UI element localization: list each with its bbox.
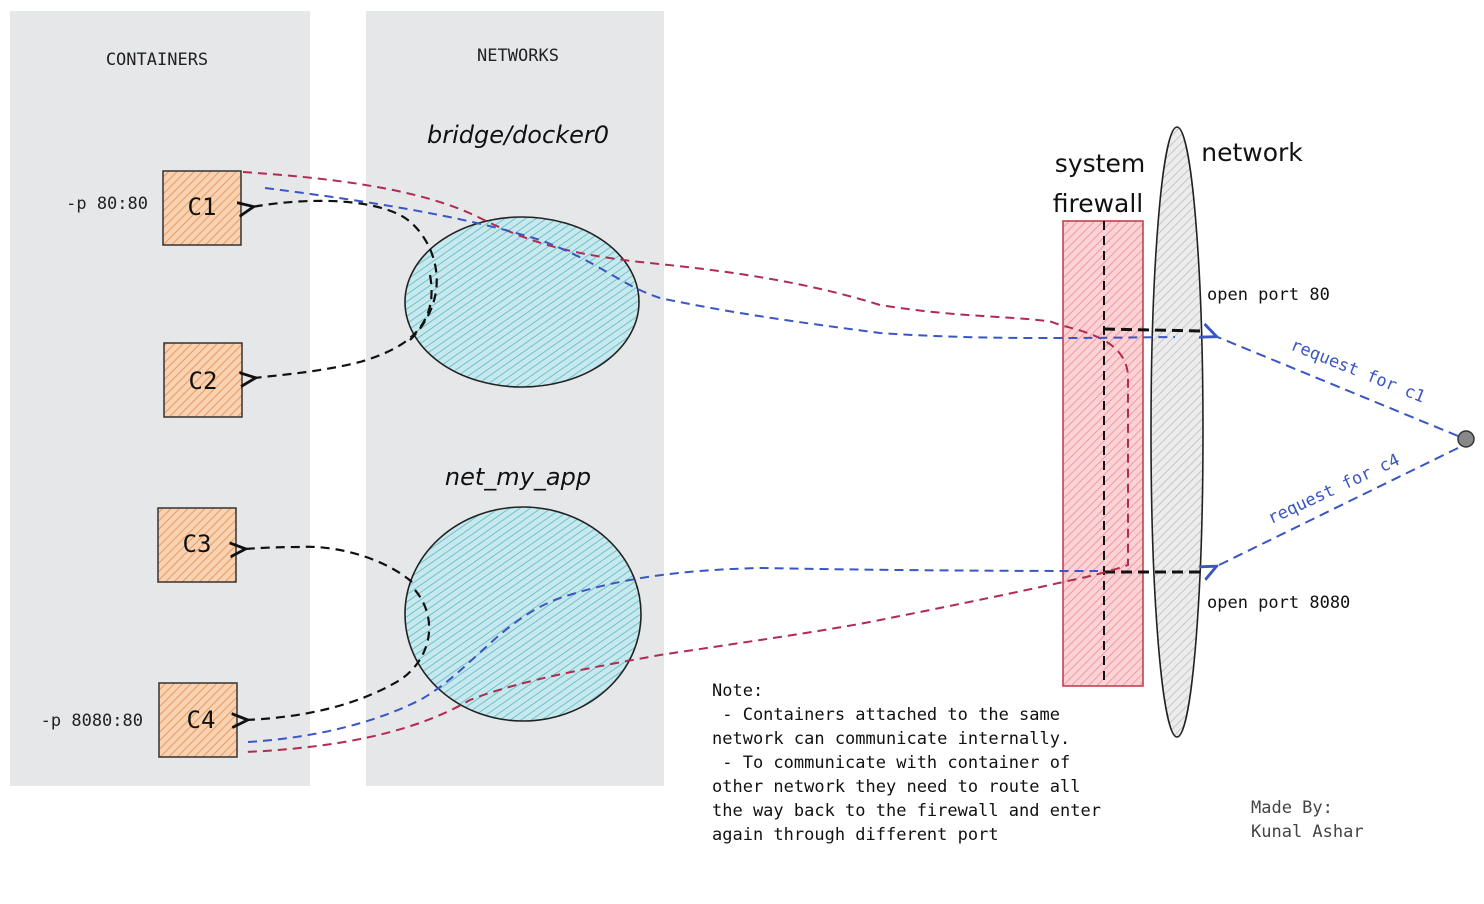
note-line: - To communicate with container of	[712, 753, 1070, 773]
container-c1-label: C1	[188, 193, 217, 221]
bridge-to-c1-arrow	[252, 199, 438, 341]
credit-line1: Made By:	[1251, 798, 1333, 818]
external-network[interactable]	[1150, 126, 1204, 738]
request-c1-arrow	[1215, 336, 1459, 437]
app-to-c3-arrow	[244, 547, 413, 583]
route-blue-c4	[247, 566, 1099, 743]
network-app[interactable]	[404, 506, 642, 722]
note-line: the way back to the firewall and enter	[712, 801, 1101, 821]
containers-panel-title: CONTAINERS	[106, 50, 208, 70]
port-mapping-c1: -p 80:80	[66, 194, 148, 214]
open-port-8080-label: open port 8080	[1207, 593, 1350, 613]
containers-panel	[10, 11, 310, 786]
note-line: other network they need to route all	[712, 777, 1080, 797]
firewall-label-line2: firewall	[1053, 189, 1144, 218]
note-line: Note:	[712, 681, 763, 701]
port-mapping-c4: -p 8080:80	[41, 711, 143, 731]
credit-line2: Kunal Ashar	[1251, 822, 1364, 842]
request-c4-label: request for c4	[1265, 450, 1403, 529]
note-line: network can communicate internally.	[712, 729, 1070, 749]
networks-panel-title: NETWORKS	[477, 46, 559, 66]
open-port-80-label: open port 80	[1207, 285, 1330, 305]
network-app-label: net_my_app	[445, 463, 591, 491]
app-to-c4-arrow	[246, 589, 431, 720]
container-c4[interactable]: C4	[158, 682, 238, 758]
container-c1[interactable]: C1	[162, 170, 242, 246]
container-c2[interactable]: C2	[163, 342, 243, 418]
bridge-to-c2-arrow	[254, 274, 433, 378]
firewall-label-line1: system	[1055, 149, 1145, 178]
external-client-dot[interactable]	[1457, 430, 1475, 448]
note-line: again through different port	[712, 825, 999, 845]
route-blue-c1	[264, 187, 1176, 340]
network-bridge-label: bridge/docker0	[427, 121, 609, 149]
container-c3-label: C3	[183, 530, 212, 558]
note-block: Note: - Containers attached to the same …	[712, 681, 1101, 845]
container-c2-label: C2	[189, 367, 218, 395]
request-c1-label: request for c1	[1288, 335, 1428, 407]
container-c3[interactable]: C3	[157, 507, 237, 583]
note-line: - Containers attached to the same	[712, 705, 1060, 725]
request-c4-arrow	[1215, 447, 1459, 567]
external-network-label: network	[1201, 138, 1303, 167]
network-bridge[interactable]	[404, 216, 640, 388]
container-c4-label: C4	[187, 706, 216, 734]
